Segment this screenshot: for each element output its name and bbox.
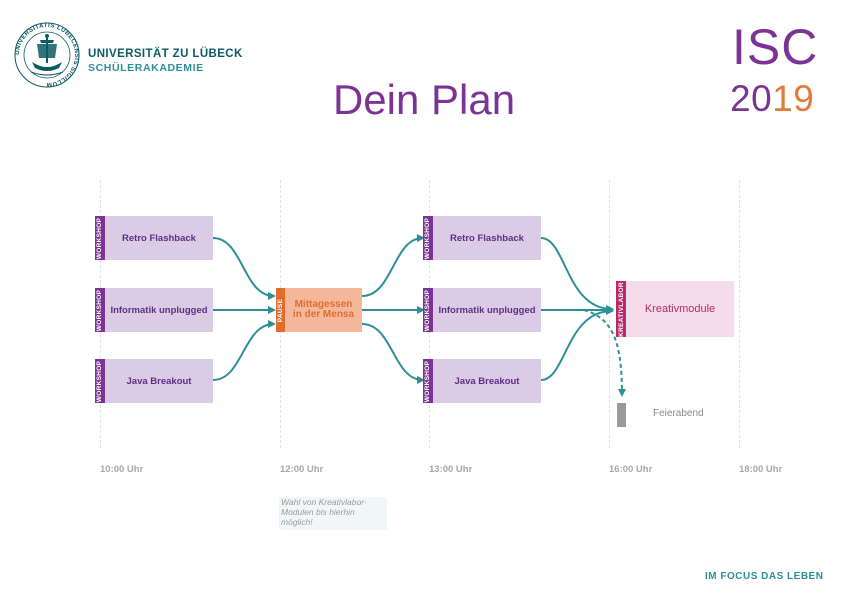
feierabend-label: Feierabend bbox=[653, 408, 704, 419]
kreativlabor-side-label: KREATIVLABOR bbox=[617, 281, 625, 337]
university-name: UNIVERSITÄT ZU LÜBECK bbox=[88, 48, 243, 60]
university-seal-icon: UNIVERSITATIS LUBECENSIS SIGILLUM bbox=[14, 22, 80, 88]
workshop-retro-flashback-am: Retro Flashback bbox=[105, 216, 213, 260]
pause-side-label: PAUSE bbox=[277, 298, 285, 322]
workshop-side-tab: WORKSHOP bbox=[95, 359, 105, 403]
pause-label-line1: Mittagessen bbox=[294, 298, 353, 310]
flow-arrow bbox=[212, 237, 276, 300]
kreativlabor-choice-note: Wahl von Kreativlabor- Modulen bis hierh… bbox=[279, 497, 387, 531]
workshop-java-breakout-am: Java Breakout bbox=[105, 359, 213, 403]
flow-arrow bbox=[540, 237, 614, 313]
workshop-informatik-unplugged-pm: Informatik unplugged bbox=[433, 288, 541, 332]
pause-label-line2: in der Mensa bbox=[292, 309, 355, 320]
flow-arrow bbox=[361, 234, 425, 297]
workshop-side-tab: WORKSHOP bbox=[95, 216, 105, 260]
workshop-side-tab: WORKSHOP bbox=[423, 288, 433, 332]
time-label: 10:00 Uhr bbox=[100, 464, 144, 475]
flow-arrow-feierabend bbox=[583, 309, 626, 397]
flow-arrow bbox=[212, 320, 276, 381]
workshop-side-label: WORKSHOP bbox=[424, 217, 432, 259]
flow-arrow bbox=[361, 323, 425, 384]
note-line2: Modulen bis hierhin bbox=[281, 506, 355, 517]
workshop-side-label: WORKSHOP bbox=[96, 360, 104, 402]
page-title: Dein Plan bbox=[332, 76, 516, 123]
workshop-side-label: WORKSHOP bbox=[424, 289, 432, 331]
isc-logo-word: ISC bbox=[732, 19, 819, 75]
academy-subtitle: SCHÜLERAKADEMIE bbox=[88, 62, 204, 74]
workshop-side-tab: WORKSHOP bbox=[95, 288, 105, 332]
isc-logo-year: 2019 bbox=[730, 80, 814, 117]
kreativmodule-box: Kreativmodule bbox=[626, 281, 734, 337]
footer-slogan: IM FOCUS DAS LEBEN bbox=[705, 571, 824, 582]
workshop-retro-flashback-pm: Retro Flashback bbox=[433, 216, 541, 260]
time-label: 18:00 Uhr bbox=[739, 464, 783, 475]
workshop-side-tab: WORKSHOP bbox=[423, 359, 433, 403]
pause-lunch-box: Mittagessen in der Mensa bbox=[285, 288, 362, 332]
workshop-java-breakout-pm: Java Breakout bbox=[433, 359, 541, 403]
feierabend-marker bbox=[617, 403, 626, 427]
workshop-informatik-unplugged-am: Informatik unplugged bbox=[105, 288, 213, 332]
note-line3: möglich! bbox=[281, 516, 313, 527]
time-label: 13:00 Uhr bbox=[429, 464, 473, 475]
workshop-side-label: WORKSHOP bbox=[96, 217, 104, 259]
isc-year-part2: 19 bbox=[772, 78, 815, 119]
isc-year-part1: 20 bbox=[730, 78, 773, 119]
kreativlabor-side-tab: KREATIVLABOR bbox=[616, 281, 626, 337]
flow-arrow bbox=[540, 307, 614, 381]
time-label: 12:00 Uhr bbox=[280, 464, 324, 475]
note-line1: Wahl von Kreativlabor- bbox=[281, 497, 367, 507]
workshop-side-label: WORKSHOP bbox=[424, 360, 432, 402]
workshop-side-label: WORKSHOP bbox=[96, 289, 104, 331]
timeline-gridline bbox=[739, 180, 740, 448]
pause-side-tab: PAUSE bbox=[276, 288, 285, 332]
workshop-side-tab: WORKSHOP bbox=[423, 216, 433, 260]
time-label: 16:00 Uhr bbox=[609, 464, 653, 475]
